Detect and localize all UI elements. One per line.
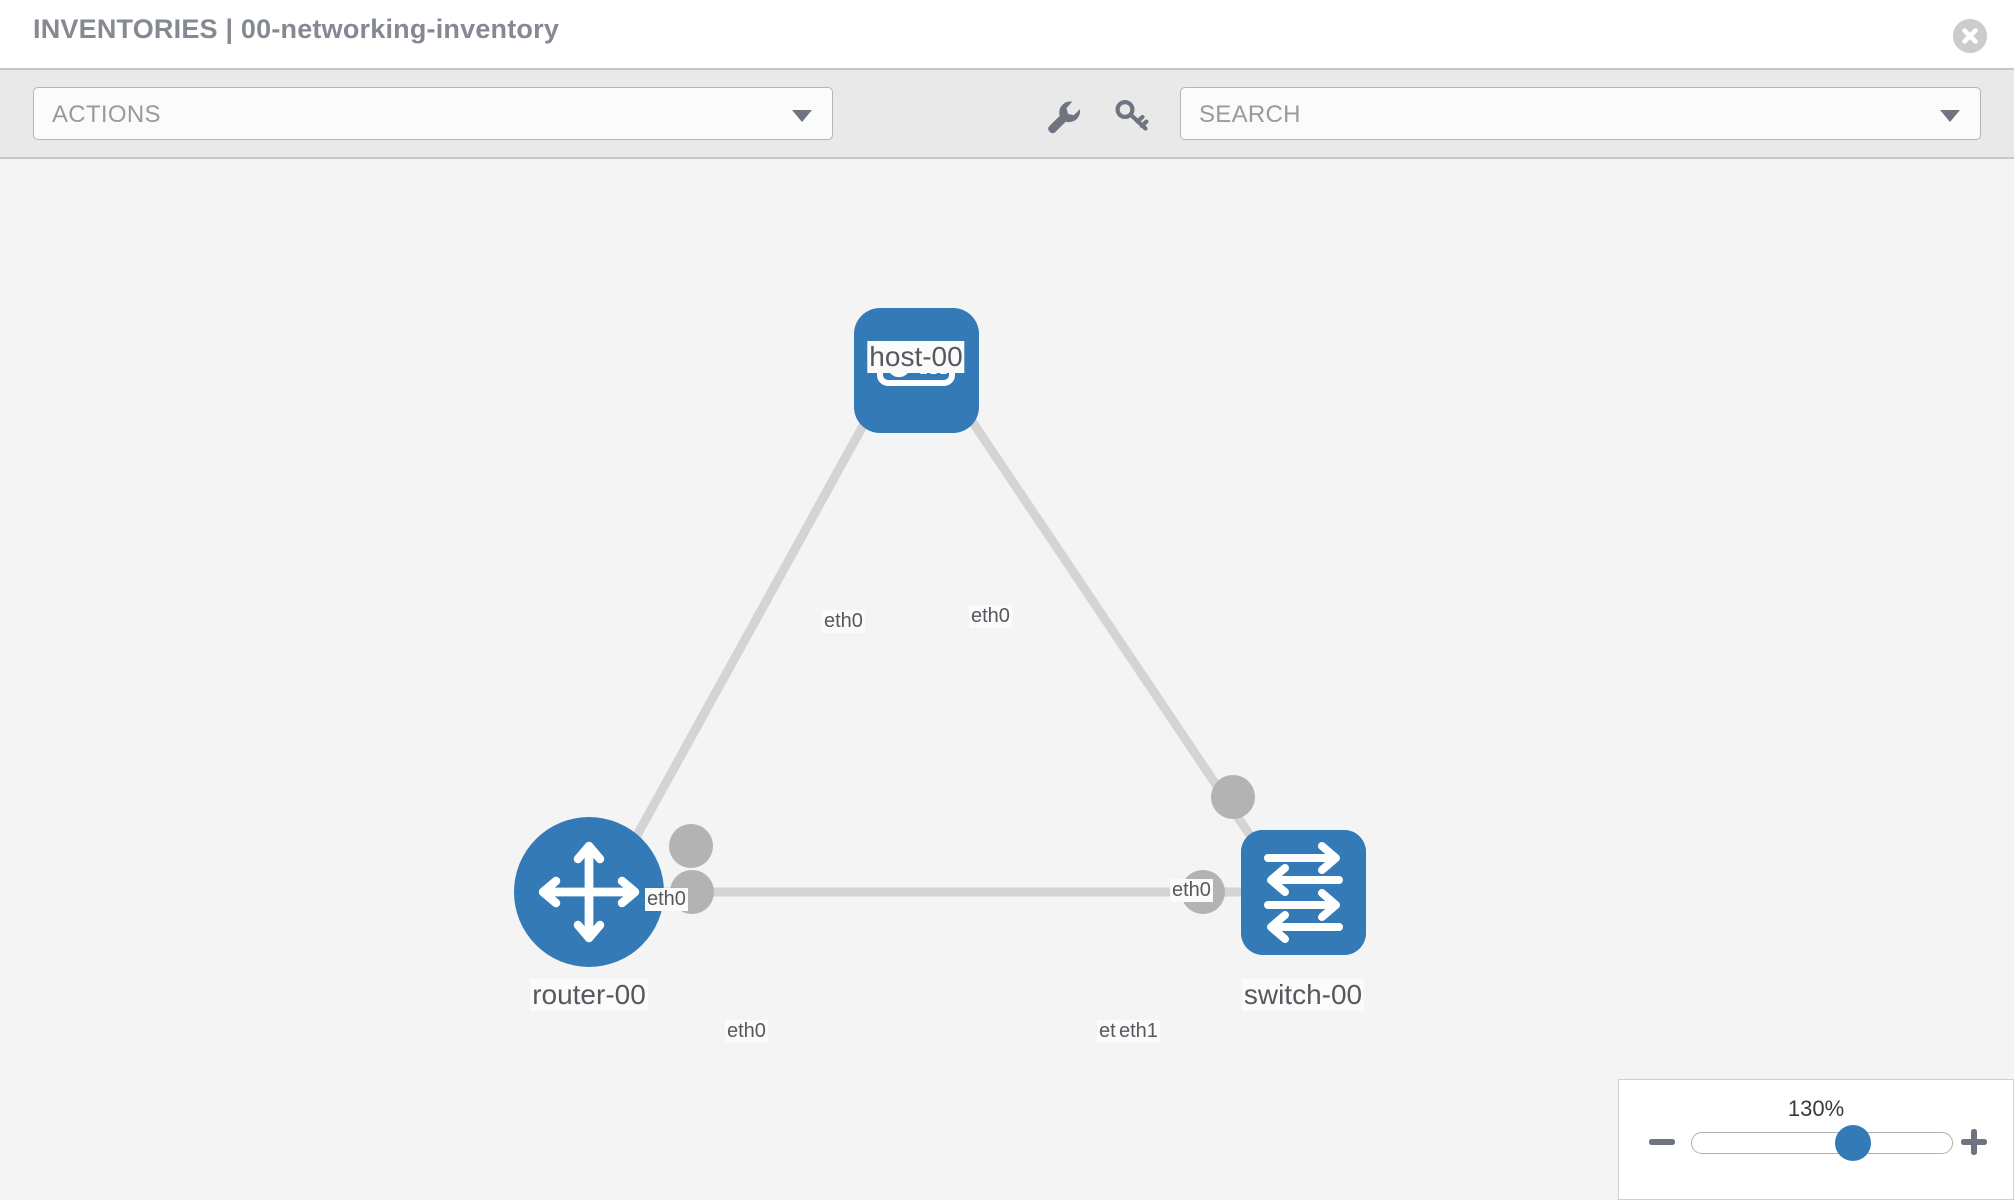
- topology-toolbar: ACTIONS SEARCH: [0, 68, 2014, 159]
- actions-dropdown[interactable]: ACTIONS: [33, 87, 833, 140]
- wrench-icon[interactable]: [1041, 94, 1085, 138]
- iface-label-router00-eth0-uplink: eth0: [645, 888, 688, 911]
- actions-dropdown-label: ACTIONS: [52, 101, 161, 128]
- search-input[interactable]: SEARCH: [1180, 87, 1981, 140]
- node-label-router-00[interactable]: router-00: [530, 979, 648, 1011]
- node-label-switch-00[interactable]: switch-00: [1241, 979, 1365, 1011]
- switch-arrows-overlay: [1241, 830, 1366, 955]
- link-host00-router00[interactable]: [610, 372, 895, 880]
- page-title: INVENTORIES | 00-networking-inventory: [33, 14, 560, 44]
- connector-nub[interactable]: [1211, 775, 1255, 819]
- close-icon[interactable]: [1953, 19, 1987, 53]
- iface-label-router00-eth0: eth0: [725, 1020, 768, 1043]
- chevron-down-icon: [792, 110, 812, 122]
- node-label-host-00[interactable]: host-00: [867, 341, 965, 373]
- zoom-percent-label: 130%: [1787, 1096, 1845, 1121]
- topology-connectors: [669, 351, 1255, 914]
- topology-canvas[interactable]: host-00 router-00 switch-00 eth0 eth0 et…: [0, 159, 2014, 1200]
- plus-icon[interactable]: [1959, 1127, 1989, 1157]
- connector-nub[interactable]: [669, 824, 713, 868]
- node-router-00[interactable]: [514, 817, 664, 967]
- iface-label-switch00-eth1: eth1: [1117, 1020, 1160, 1043]
- iface-label-host00-eth0-left: eth0: [822, 610, 865, 633]
- zoom-slider-track[interactable]: [1691, 1125, 1953, 1161]
- iface-label-host00-eth0-right: eth0: [969, 605, 1012, 628]
- topology-svg: [514, 308, 1366, 967]
- zoom-slider-thumb[interactable]: [1835, 1125, 1872, 1161]
- page-header: INVENTORIES | 00-networking-inventory: [0, 0, 2014, 68]
- search-placeholder: SEARCH: [1199, 101, 1301, 128]
- zoom-control: 130%: [1618, 1079, 2014, 1200]
- chevron-down-icon: [1940, 110, 1960, 122]
- topology-links: [610, 372, 1282, 897]
- key-icon[interactable]: [1110, 94, 1154, 138]
- minus-icon[interactable]: [1647, 1127, 1677, 1157]
- iface-label-switch00-eth0-uplink: eth0: [1170, 879, 1213, 902]
